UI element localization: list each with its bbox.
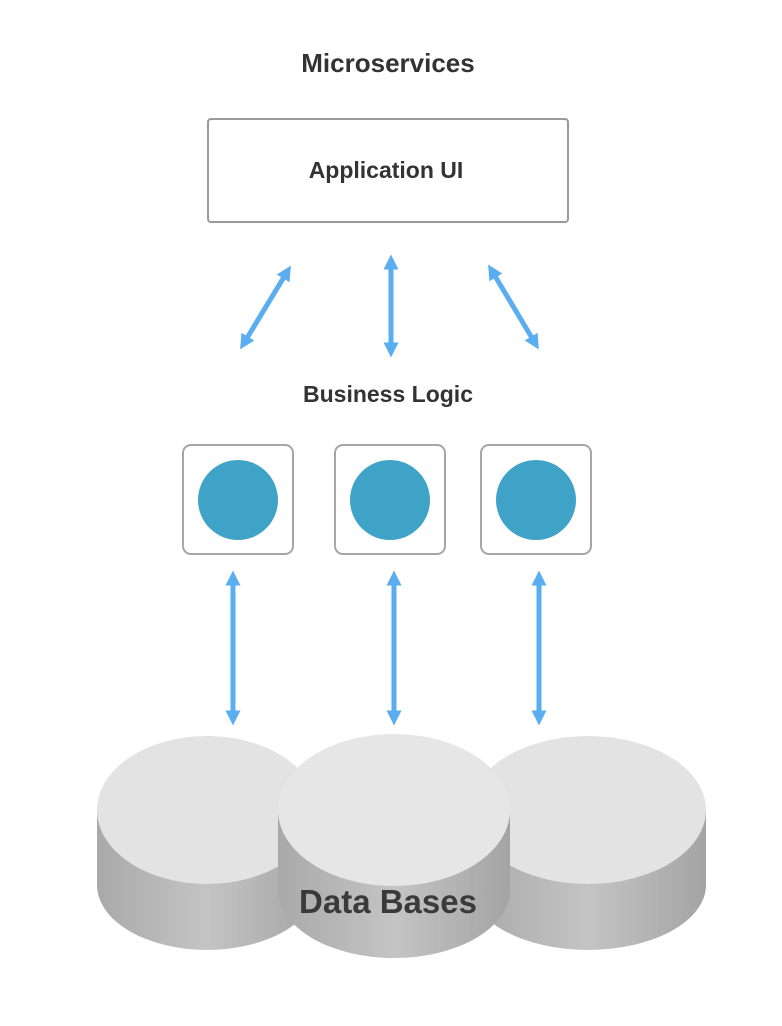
logic-db-arrows — [225, 570, 547, 726]
database-cylinder-2 — [278, 734, 510, 958]
diagram-title: Microservices — [301, 48, 474, 78]
databases-label: Data Bases — [299, 883, 477, 920]
ui-logic-arrows — [240, 254, 539, 358]
service-box-3 — [480, 444, 592, 555]
ui-logic-arrow-right — [488, 264, 539, 350]
business-logic-label: Business Logic — [303, 381, 473, 407]
databases-group: Data Bases — [97, 734, 706, 958]
service-box-1 — [182, 444, 294, 555]
service-node-icon — [198, 460, 278, 540]
ui-logic-arrow-left — [240, 265, 291, 350]
application-ui-box: Application UI — [207, 118, 569, 223]
database-cylinder-1 — [97, 736, 317, 950]
service-node-icon — [350, 460, 430, 540]
service-box-2 — [334, 444, 446, 555]
database-cylinder-3 — [470, 736, 706, 950]
service-node-icon — [496, 460, 576, 540]
application-ui-label: Application UI — [309, 157, 464, 183]
